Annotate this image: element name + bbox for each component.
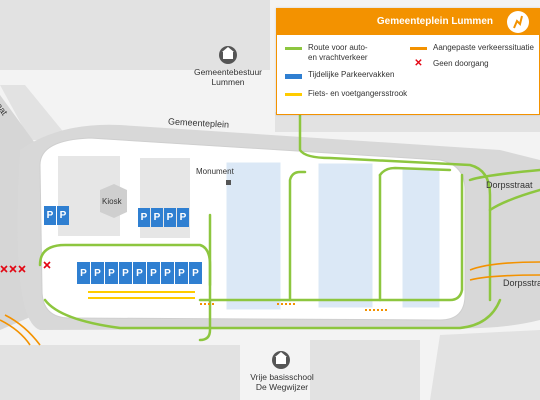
adjusted-swatch <box>410 47 427 50</box>
school-icon <box>272 351 290 369</box>
legend-item-parking: Tijdelijke Parkeervakken <box>285 70 394 80</box>
parking-space-icon: P <box>189 262 202 284</box>
parking-space-icon: P <box>105 262 118 284</box>
legend-title: Gemeenteplein Lummen <box>376 16 493 27</box>
no-passage-markers <box>0 261 51 273</box>
street-label-dorpsstraat: Dorpsstraat <box>486 180 533 190</box>
no-passage-icon: ✕ <box>414 58 423 69</box>
kiosk-building <box>100 184 127 218</box>
bike-swatch <box>285 93 302 96</box>
bike-paths <box>88 291 195 299</box>
route-swatch <box>285 47 302 50</box>
parking-space-icon: P <box>164 208 176 227</box>
legend-label: Tijdelijke Parkeervakken <box>308 70 395 79</box>
parking-swatch <box>285 74 302 79</box>
town-hall-icon <box>219 46 237 64</box>
legend-item-route: Route voor auto- en vrachtverkeer <box>285 43 368 63</box>
legend-item-bike: Fiets- en voetgangersstrook <box>285 89 407 99</box>
label-basisschool: Vrije basisschool De Wegwijzer <box>250 372 314 392</box>
adjusted-situation <box>0 261 540 346</box>
parking-space-icon: P <box>77 262 90 284</box>
label-monument: Monument <box>196 167 234 176</box>
legend-item-adjusted: Aangepaste verkeerssituatie <box>410 43 534 53</box>
label-gemeentebestuur: Gemeentebestuur Lummen <box>193 67 263 87</box>
parking-space-icon: P <box>175 262 188 284</box>
parking-space-icon: P <box>133 262 146 284</box>
legend-item-no-passage: ✕ Geen doorgang <box>410 58 489 69</box>
parking-space-icon: P <box>57 206 69 225</box>
parking-space-icon: P <box>151 208 163 227</box>
monument-marker <box>226 180 231 185</box>
map-legend: Gemeenteplein Lummen Route voor auto- en… <box>276 8 540 115</box>
parking-space-icon: P <box>147 262 160 284</box>
legend-label: Fiets- en voetgangersstrook <box>308 89 408 98</box>
street-label-dorpsstraat-lower: Dorpsstraat <box>503 278 540 288</box>
legend-label: Geen doorgang <box>433 59 489 68</box>
parking-space-icon: P <box>44 206 56 225</box>
truck-routes <box>38 98 540 342</box>
municipality-logo-icon <box>507 11 529 33</box>
parking-space-icon: P <box>161 262 174 284</box>
parking-space-icon: P <box>119 262 132 284</box>
parking-space-icon: P <box>91 262 104 284</box>
legend-header: Gemeenteplein Lummen <box>277 9 539 35</box>
legend-label: Aangepaste verkeerssituatie <box>433 43 534 52</box>
label-kiosk: Kiosk <box>102 197 122 206</box>
parking-space-icon: P <box>138 208 150 227</box>
parking-space-icon: P <box>177 208 189 227</box>
parking-lots <box>225 161 441 311</box>
legend-label: Route voor auto- en vrachtverkeer <box>308 43 368 62</box>
